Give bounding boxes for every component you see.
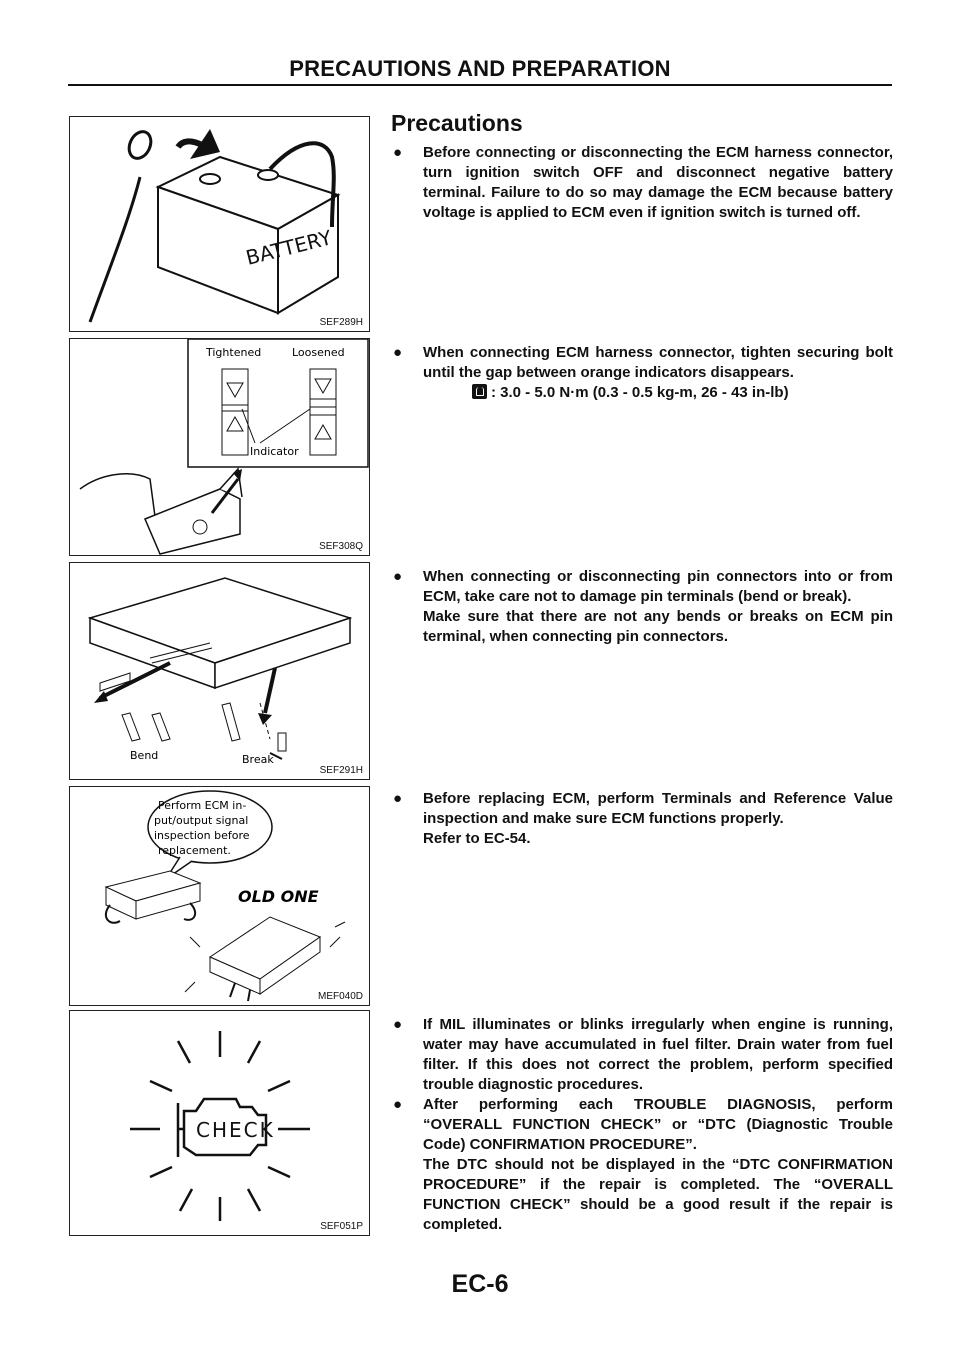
precaution-block-1: ● Before connecting or disconnecting the… (393, 143, 893, 223)
section-title: Precautions (391, 110, 523, 136)
bullet-icon: ● (393, 1096, 403, 1113)
list-item: ● When connecting or disconnecting pin c… (393, 567, 893, 647)
precaution-block-3: ● When connecting or disconnecting pin c… (393, 567, 893, 647)
break-label: Break (242, 753, 274, 766)
page-number: EC-6 (451, 1270, 509, 1298)
bubble-line-4: replacement. (158, 844, 231, 857)
bullet-icon: ● (393, 1016, 403, 1033)
figure-code: SEF308Q (319, 541, 363, 552)
figure-ecm-pins: Bend Break SEF291H (69, 562, 370, 780)
bullet-icon: ● (393, 344, 403, 361)
torque-wrench-icon (472, 384, 487, 399)
tightened-label: Tightened (205, 346, 261, 359)
indicator-label: Indicator (250, 445, 299, 458)
figure-code: SEF051P (320, 1221, 363, 1232)
figure-code: MEF040D (317, 991, 363, 1002)
bubble-line-1: Perform ECM in- (158, 799, 246, 812)
figure-battery: BATTERY SEF289H (69, 116, 370, 332)
page-header: PRECAUTIONS AND PREPARATION (289, 56, 671, 81)
item-text: If MIL illuminates or blinks irregularly… (423, 1016, 893, 1093)
precaution-block-2: ● When connecting ECM harness connector,… (393, 343, 893, 403)
ecm-pins-illustration: Bend Break (87, 577, 353, 766)
connector-illustration: Tightened Loosened Indicator (79, 339, 369, 555)
loosened-label: Loosened (292, 346, 345, 359)
list-item: ● Before replacing ECM, perform Terminal… (393, 789, 893, 849)
torque-spec: : 3.0 - 5.0 N·m (0.3 - 0.5 kg-m, 26 - 43… (393, 383, 893, 403)
bend-label: Bend (130, 749, 158, 762)
item-text: The DTC should not be displayed in the “… (423, 1156, 893, 1233)
item-text: Before replacing ECM, perform Terminals … (423, 790, 893, 827)
ecm-replacement-illustration: Perform ECM in- put/output signal inspec… (104, 790, 346, 1002)
torque-value: : 3.0 - 5.0 N·m (0.3 - 0.5 kg-m, 26 - 43… (491, 384, 789, 401)
battery-illustration: BATTERY (88, 129, 341, 323)
list-item: ● Before connecting or disconnecting the… (393, 143, 893, 223)
check-lamp-illustration: CHECK (130, 1031, 310, 1221)
figure-connector-indicator: Tightened Loosened Indicator SEF308Q (69, 338, 370, 556)
bullet-icon: ● (393, 144, 403, 161)
figure-code: SEF291H (319, 765, 363, 776)
bullet-icon: ● (393, 568, 403, 585)
item-text: Before connecting or disconnecting the E… (423, 144, 893, 221)
precaution-block-4: ● Before replacing ECM, perform Terminal… (393, 789, 893, 849)
precaution-block-5: ● If MIL illuminates or blinks irregular… (393, 1015, 893, 1235)
list-item: ● After performing each TROUBLE DIAGNOSI… (393, 1095, 893, 1235)
item-text: When connecting or disconnecting pin con… (423, 568, 893, 605)
item-text: Refer to EC-54. (423, 830, 531, 847)
list-item: ● When connecting ECM harness connector,… (393, 343, 893, 383)
item-text: Make sure that there are not any bends o… (423, 608, 893, 645)
header-rule (68, 84, 892, 86)
figure-ecm-replacement: Perform ECM in- put/output signal inspec… (69, 786, 370, 1006)
bubble-line-2: put/output signal (154, 814, 248, 827)
bullet-icon: ● (393, 790, 403, 807)
figure-code: SEF289H (319, 317, 363, 328)
item-text: After performing each TROUBLE DIAGNOSIS,… (423, 1096, 893, 1153)
figure-check-lamp: CHECK SEF051P (69, 1010, 370, 1236)
check-label: CHECK (196, 1118, 275, 1142)
old-one-label: OLD ONE (238, 887, 319, 906)
list-item: ● If MIL illuminates or blinks irregular… (393, 1015, 893, 1095)
item-text: When connecting ECM harness connector, t… (423, 344, 893, 381)
bubble-line-3: inspection before (154, 829, 250, 842)
